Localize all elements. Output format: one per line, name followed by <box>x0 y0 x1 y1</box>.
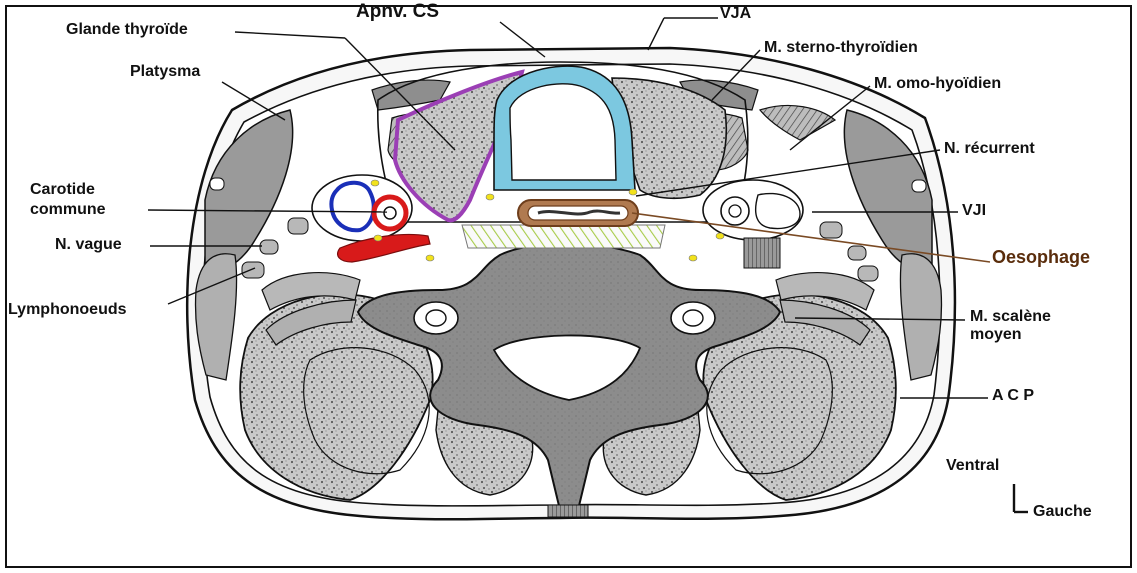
label-ventral: Ventral <box>946 458 999 475</box>
label-vji: VJI <box>962 203 986 220</box>
recurrent-nerve-right <box>629 189 637 195</box>
trachea <box>494 66 635 190</box>
label-platysma: Platysma <box>130 64 200 81</box>
label-m-scalene-line2: moyen <box>970 327 1022 344</box>
prevertebral-space <box>462 225 665 248</box>
label-gauche: Gauche <box>1033 504 1092 521</box>
recurrent-nerve-left <box>486 194 494 200</box>
label-m-sterno-thyroidien: M. sterno-thyroïdien <box>764 40 918 57</box>
label-carotide-line2: commune <box>30 202 106 219</box>
label-m-omo-hyoidien: M. omo-hyoïdien <box>874 76 1001 93</box>
esophagus <box>518 200 638 226</box>
label-apnv-cs: Apnv. CS <box>356 2 439 22</box>
label-oesophage: Oesophage <box>992 248 1090 267</box>
label-glande-thyroide: Glande thyroïde <box>66 22 188 39</box>
label-carotide-line1: Carotide <box>30 182 95 199</box>
label-lymphonoeuds: Lymphonoeuds <box>8 302 127 319</box>
label-n-recurrent: N. récurrent <box>944 141 1035 158</box>
label-m-scalene-line1: M. scalène <box>970 309 1051 326</box>
label-n-vague: N. vague <box>55 237 122 254</box>
label-acp: A C P <box>992 388 1034 405</box>
label-vja: VJA <box>720 6 751 23</box>
